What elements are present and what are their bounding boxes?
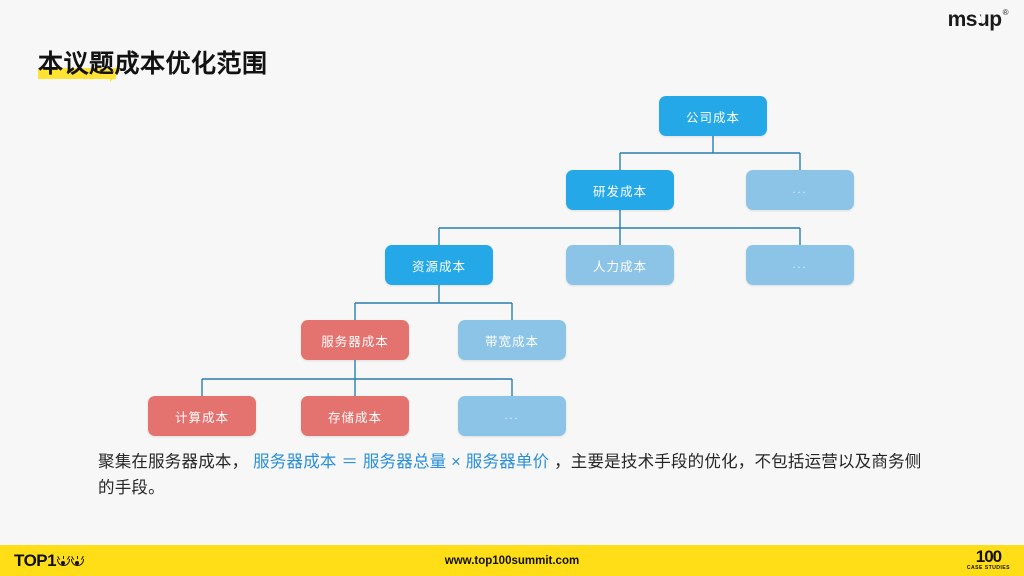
node-other-level2[interactable]: ...: [746, 170, 854, 210]
node-bandwidth-cost[interactable]: 带宽成本: [458, 320, 566, 360]
title-highlight-marker: [38, 68, 116, 79]
page-title: 本议题成本优化范围: [38, 50, 268, 78]
cost-breakdown-tree: 公司成本 研发成本 ... 资源成本 人力成本 ... 服务器成本 带宽成本 计…: [148, 96, 854, 436]
registered-trademark-icon: ®: [1002, 8, 1009, 17]
case-studies-number: 100: [975, 547, 1002, 566]
case-studies-caption: CASE STUDIES: [966, 565, 1010, 571]
node-compute-cost[interactable]: 计算成本: [148, 396, 256, 436]
caption-line2: 不包括运营以及商务侧的手段。: [98, 453, 922, 497]
node-other-level5[interactable]: ...: [458, 396, 566, 436]
node-company-cost[interactable]: 公司成本: [659, 96, 767, 136]
top100-logo: TOP1: [14, 551, 85, 571]
top100-logo-text: TOP1: [14, 551, 57, 570]
eye-icon-left: [57, 555, 71, 567]
up-arrow-stem-icon: [978, 18, 982, 23]
footer-bar: TOP1 www.top100summit.com 100 CASE STUDI…: [0, 545, 1024, 576]
eye-icon-right: [71, 555, 85, 567]
msup-logo-text: msup: [947, 8, 1003, 31]
node-manpower-cost[interactable]: 人力成本: [566, 245, 674, 285]
node-other-level3[interactable]: ...: [746, 245, 854, 285]
caption-prefix: 聚集在服务器成本，: [98, 453, 254, 471]
title-highlight-tail: [110, 68, 122, 82]
case-studies-logo: 100 CASE STUDIES: [966, 547, 1010, 571]
caption-suffix: ，主要是技术手段的优化，: [549, 453, 755, 471]
up-arrow-icon: [976, 13, 983, 19]
node-server-cost[interactable]: 服务器成本: [301, 320, 409, 360]
caption-formula: 服务器成本 ＝ 服务器总量 × 服务器单价: [253, 453, 550, 471]
footer-url[interactable]: www.top100summit.com: [444, 554, 580, 567]
node-storage-cost[interactable]: 存储成本: [301, 396, 409, 436]
node-resource-cost[interactable]: 资源成本: [385, 245, 493, 285]
tree-connectors: [201, 136, 801, 396]
caption-text: 聚集在服务器成本， 服务器成本 ＝ 服务器总量 × 服务器单价 ，主要是技术手段…: [98, 450, 928, 501]
msup-logo: msup ®: [947, 8, 1009, 32]
node-rnd-cost[interactable]: 研发成本: [566, 170, 674, 210]
